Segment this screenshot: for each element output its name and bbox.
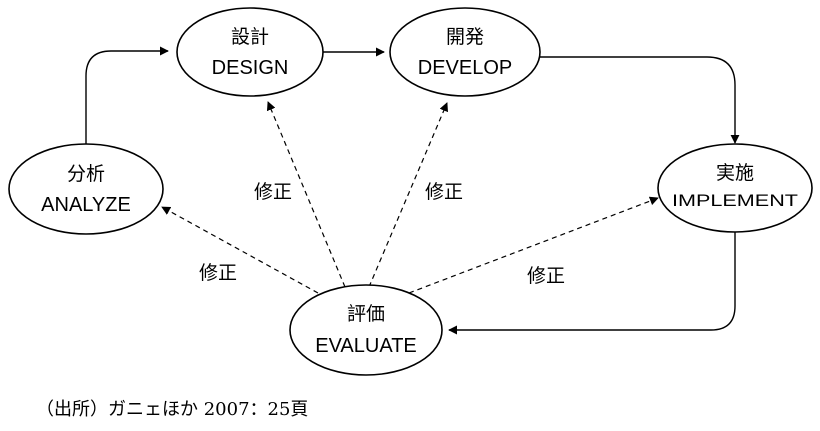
node-analyze: 分析 ANALYZE bbox=[8, 143, 164, 235]
revise-arrow-to-analyze bbox=[161, 206, 319, 294]
revise-label-design: 修正 bbox=[254, 181, 292, 203]
analyze-label-ja: 分析 bbox=[67, 163, 105, 185]
evaluate-label-ja: 評価 bbox=[347, 303, 385, 325]
design-label-ja: 設計 bbox=[231, 26, 269, 48]
arrow-analyze-to-design bbox=[85, 46, 169, 146]
design-label-en: DESIGN bbox=[212, 57, 289, 79]
revise-arrow-to-develop bbox=[368, 102, 448, 288]
source-caption: （出所）ガニェほか 2007：25頁 bbox=[36, 399, 308, 420]
revise-arrow-to-design bbox=[266, 101, 346, 288]
revise-label-analyze: 修正 bbox=[199, 262, 237, 284]
arrow-develop-to-implement bbox=[540, 56, 740, 144]
evaluate-label-en: EVALUATE bbox=[315, 335, 417, 357]
implement-label-en: IMPLEMENT bbox=[672, 191, 798, 210]
arrow-implement-to-evaluate bbox=[448, 232, 736, 335]
node-design: 設計 DESIGN bbox=[176, 7, 324, 97]
develop-label-ja: 開発 bbox=[446, 26, 484, 48]
implement-label-ja: 実施 bbox=[716, 162, 754, 184]
develop-label-en: DEVELOP bbox=[418, 57, 512, 79]
node-implement: 実施 IMPLEMENT bbox=[657, 143, 813, 233]
node-evaluate: 評価 EVALUATE bbox=[289, 284, 443, 376]
revise-label-implement: 修正 bbox=[527, 265, 565, 287]
analyze-label-en: ANALYZE bbox=[41, 194, 131, 216]
node-develop: 開発 DEVELOP bbox=[389, 7, 541, 97]
revise-label-develop: 修正 bbox=[425, 181, 463, 203]
